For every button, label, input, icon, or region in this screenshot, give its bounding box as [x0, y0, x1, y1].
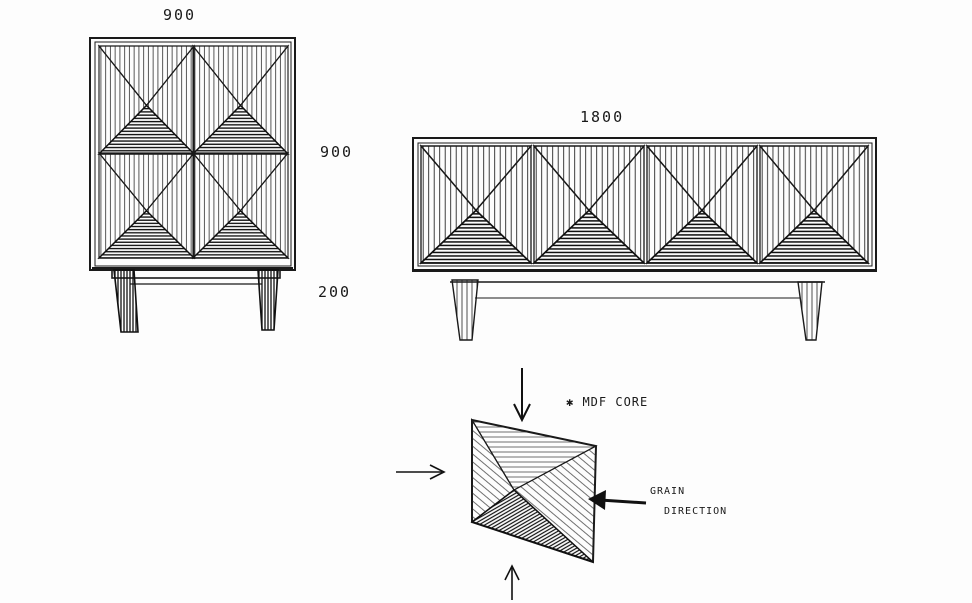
leg-height-dimension: 200 — [318, 283, 352, 301]
large-sideboard — [412, 137, 877, 341]
arrow-left — [396, 464, 446, 480]
pyramid-detail — [470, 417, 598, 564]
width-dimension-large: 1800 — [580, 108, 625, 126]
width-dimension-small: 900 — [163, 6, 197, 24]
height-dimension-small: 900 — [320, 143, 354, 161]
arrow-top — [513, 368, 531, 423]
grain-label-line1: GRAIN — [650, 486, 686, 497]
arrow-bottom — [504, 564, 520, 600]
arrow-grain — [588, 490, 647, 510]
mdf-core-note: ✱ MDF CORE — [566, 395, 649, 409]
grain-label-line2: DIRECTION — [664, 506, 728, 517]
small-cabinet — [89, 37, 296, 333]
